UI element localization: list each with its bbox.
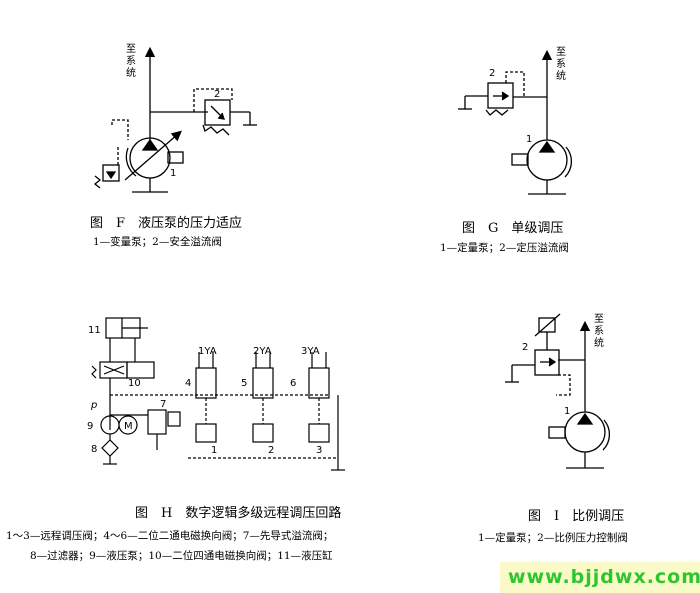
h-num-11: 11 (88, 325, 101, 336)
h-p-label: p (90, 400, 97, 411)
caption-h: 图 H 数字逻辑多级远程调压回路 (135, 506, 342, 521)
h-valve-10-right (126, 361, 155, 379)
legend-h-line2: 8—过滤器；9—液压泵；10—二位四通电磁换向阀；11—液压缸 (30, 550, 333, 562)
h-num-8: 8 (91, 444, 97, 455)
h-num-2: 2 (268, 445, 274, 456)
diagram-f (93, 46, 257, 193)
h-solenoid-2ya: 2YA (253, 346, 272, 357)
diagram-i (505, 313, 611, 469)
h-num-9: 9 (87, 421, 93, 432)
f-variable-arrow (124, 130, 182, 181)
h-num-7: 7 (160, 399, 166, 410)
legend-i: 1—定量泵；2—比例压力控制阀 (478, 532, 628, 544)
g-to-system-2: 系 (556, 58, 566, 70)
i-label-2: 2 (522, 342, 528, 353)
h-num-3: 3 (316, 445, 322, 456)
h-remote-valve-group (195, 352, 330, 443)
watermark-text: www.bjjdwx.com (508, 566, 700, 588)
g-label-1: 1 (526, 134, 532, 145)
i-to-system-3: 统 (594, 336, 604, 349)
legend-h-line1: 1～3—远程调压阀；4～6—二位二通电磁换向阀；7—先导式溢流阀； (6, 530, 334, 542)
g-shaft (511, 153, 529, 166)
h-solenoid-1ya: 1YA (198, 346, 217, 357)
f-pump-triangle (141, 138, 159, 151)
h-num-1: 1 (211, 445, 217, 456)
caption-i: 图 I 比例调压 (528, 509, 625, 524)
h-filter (101, 439, 119, 457)
legend-f: 1—变量泵；2—安全溢流阀 (93, 236, 222, 248)
f-shaft (167, 151, 184, 164)
diagram-h (91, 317, 345, 471)
f-to-system-2: 系 (126, 55, 136, 67)
f-rotation-arrow (125, 147, 137, 177)
g-label-2: 2 (489, 68, 495, 79)
legend-g: 1—定量泵；2—定压溢流阀 (440, 242, 569, 254)
watermark-banner: www.bjjdwx.com (500, 562, 700, 593)
h-motor (118, 415, 138, 435)
f-label-1: 1 (170, 168, 176, 179)
i-label-1: 1 (564, 406, 570, 417)
h-motor-label: M (124, 421, 133, 432)
f-to-system-1: 至 (126, 43, 136, 55)
h-num-4: 4 (185, 378, 191, 389)
f-label-2: 2 (214, 89, 220, 100)
f-compensator (102, 164, 120, 182)
caption-f: 图 F 液压泵的压力适应 (90, 216, 243, 231)
diagram-g (458, 49, 573, 195)
i-to-system-2: 系 (594, 325, 604, 337)
g-to-system-3: 统 (556, 69, 566, 82)
h-pilot-relief (147, 409, 167, 435)
i-to-system-1: 至 (594, 313, 604, 325)
caption-g: 图 G 单级调压 (462, 221, 564, 236)
f-to-system-3: 统 (126, 66, 136, 79)
h-solenoid-3ya: 3YA (301, 346, 320, 357)
h-num-10: 10 (128, 378, 141, 389)
g-to-system-1: 至 (556, 46, 566, 58)
h-num-6: 6 (290, 378, 296, 389)
h-num-5: 5 (241, 378, 247, 389)
